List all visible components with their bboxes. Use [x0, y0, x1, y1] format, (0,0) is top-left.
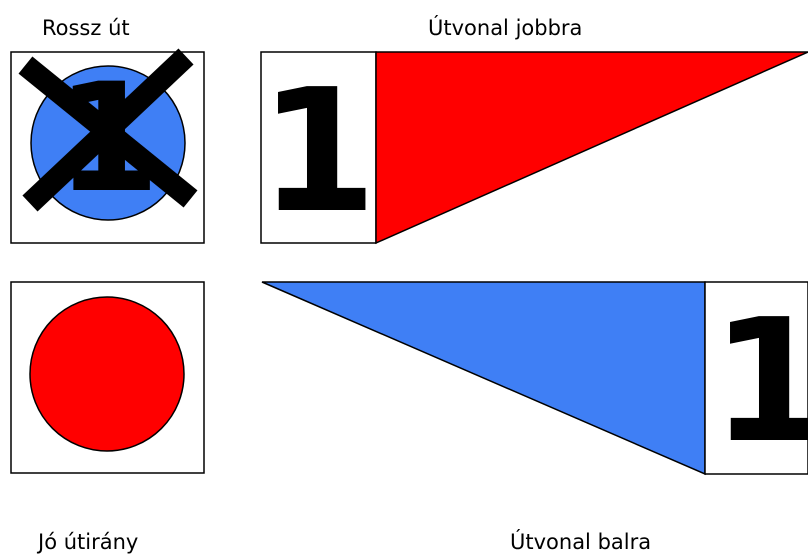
- route-left-digit: 1: [711, 283, 808, 481]
- cross-line-2: [22, 48, 194, 212]
- label-good-direction: Jó útirány: [38, 530, 139, 554]
- good-direction-circle: [29, 296, 185, 452]
- good-direction-sign: [10, 281, 205, 474]
- route-left-sign: 1: [261, 281, 808, 481]
- route-right-sign: 1: [259, 51, 808, 251]
- label-route-right: Útvonal jobbra: [428, 16, 583, 40]
- route-right-number-box: [260, 51, 377, 244]
- wrong-way-sign: 1: [10, 48, 205, 244]
- label-route-left: Útvonal balra: [510, 530, 652, 554]
- route-right-flag: [375, 51, 808, 245]
- route-left-flag: [261, 281, 706, 476]
- route-right-digit: 1: [259, 53, 377, 251]
- route-left-number-box: [704, 281, 808, 475]
- label-wrong-way: Rossz út: [42, 16, 130, 40]
